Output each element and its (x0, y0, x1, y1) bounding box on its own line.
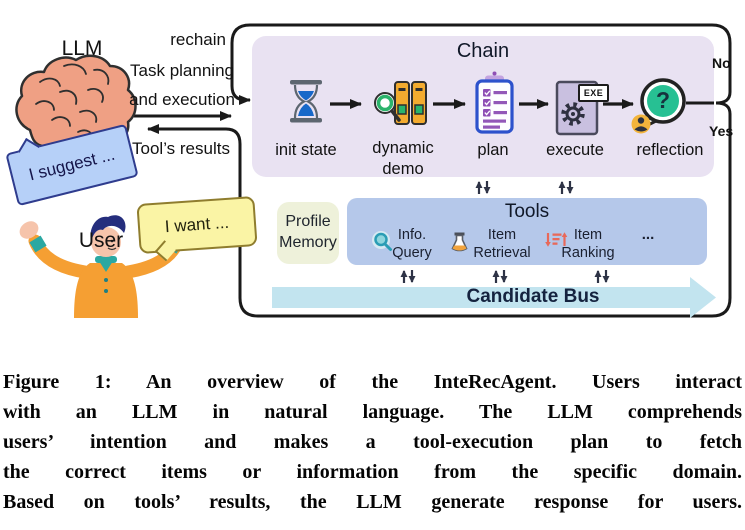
rechain-label: rechain (170, 30, 226, 49)
user-label: User (78, 229, 124, 252)
caption-line-3: users’ intention and makes a tool-execut… (3, 431, 742, 453)
reflection-question-mark: ? (655, 87, 671, 113)
tools-title: Tools (504, 201, 550, 222)
candidate-bus-label: Candidate Bus (466, 286, 600, 307)
profile-memory-label: Profile Memory (279, 213, 337, 251)
tool-label-item-retrieval: Item Retrieval (473, 227, 531, 261)
tool-label-item-ranking: Item Ranking (561, 227, 615, 261)
step-label-execute: execute (546, 141, 604, 159)
llm-speech-bubble: I suggest ... (5, 123, 139, 207)
exe-badge: EXE (578, 84, 609, 102)
no-label: No (712, 55, 731, 71)
user-bubble-text: I want ... (164, 212, 230, 237)
yes-label: Yes (709, 123, 734, 139)
llm-bubble-tail (17, 137, 40, 160)
tools-results-label: Tool’s results (132, 139, 230, 158)
caption-line-1: Figure 1: An overview of the InteRecAgen… (3, 371, 742, 393)
caption-line-2: with an LLM in natural language. The LLM… (3, 401, 742, 423)
user-bubble-tail (154, 240, 176, 262)
tools-ellipsis: ... (641, 226, 655, 243)
step-label-dynamic-demo: dynamic demo (372, 139, 434, 178)
task-planning-label-line1: Task planning (130, 61, 234, 80)
caption-line-4: the correct items or information from th… (3, 461, 742, 483)
llm-bubble-text: I suggest ... (26, 144, 117, 185)
caption-line-5: Based on tools’ results, the LLM generat… (3, 491, 742, 513)
task-planning-label-line2: and execution (129, 90, 235, 109)
step-label-init-state: init state (275, 141, 337, 159)
user-speech-bubble: I want ... (136, 195, 258, 262)
tool-label-info-query: Info. Query (392, 227, 432, 261)
chain-title: Chain (456, 40, 510, 62)
step-label-reflection: reflection (636, 141, 704, 159)
llm-label: LLM (61, 37, 103, 60)
step-label-plan: plan (477, 141, 509, 159)
